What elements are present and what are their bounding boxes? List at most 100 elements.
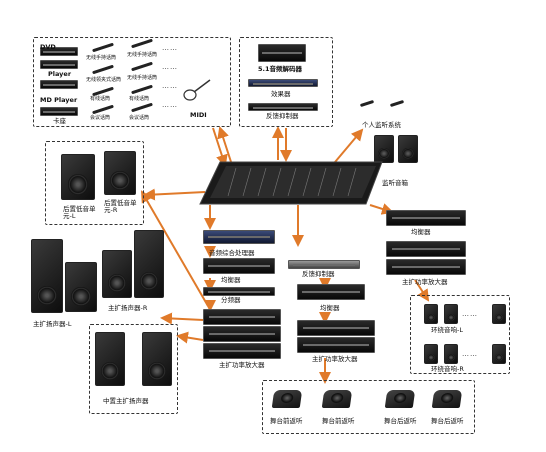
center-speakers-box: [89, 324, 178, 414]
audio-processor-label: 音频综合处理器: [209, 249, 255, 257]
stage-monitors-box: [262, 380, 475, 434]
md-player-device: [40, 80, 78, 89]
stage-monitor-rear-2: [431, 390, 463, 408]
arrow-amp-to-main-speakers: [160, 312, 204, 325]
rear-speaker-right: [104, 151, 136, 195]
right-amp-device-1: [386, 241, 466, 257]
sources-ellipsis-2: ……: [162, 63, 178, 71]
main-speaker-left-bottom: [65, 262, 97, 312]
main-speaker-left-top: [31, 239, 63, 313]
center-eq-device: [297, 284, 365, 300]
stage-front-1-label: 舞台前返听: [270, 417, 303, 425]
wireless-handheld-2-label: 无线手持话筒: [127, 52, 158, 58]
wireless-lavalier-label: 无线领夹式话筒: [86, 77, 122, 83]
midi-label: MIDI: [190, 111, 207, 119]
dvd-device: [40, 47, 78, 56]
wired-mic-2-label: 有线话筒: [129, 96, 150, 102]
player-label: Player: [48, 70, 72, 78]
stage-rear-2-label: 舞台后返听: [431, 417, 464, 425]
conference-mic-2-label: 会议话筒: [129, 115, 150, 121]
wireless-handheld-3-label: 无线手持话筒: [127, 75, 158, 81]
crossover-label: 分频器: [221, 296, 241, 304]
monitor-speaker-right: [398, 135, 418, 163]
center-amp-device-1: [297, 320, 375, 336]
rear-speakers-box: [45, 141, 144, 225]
center-speaker-left: [95, 332, 125, 386]
arrow-sources-to-mixer: [212, 127, 228, 167]
sources-ellipsis-3: ……: [162, 82, 178, 90]
wired-mic-label: 有线话筒: [90, 96, 111, 102]
main-speaker-right-bottom: [102, 250, 132, 298]
surround-ellipsis-2: ……: [462, 350, 478, 358]
effector-device: [248, 79, 318, 87]
wireless-handheld-1-label: 无线手持话筒: [86, 55, 117, 61]
arrow-mixer-to-rear-speakers: [143, 188, 206, 201]
mixing-console: [199, 161, 383, 205]
center-eq-label: 均衡器: [320, 304, 340, 312]
left-amp-device-2: [203, 326, 281, 342]
arrow-mixer-to-sources: [217, 126, 233, 166]
main-speaker-right-label: 主扩扬声器-R: [108, 304, 148, 312]
arrow-amp-to-center-speakers: [176, 331, 204, 344]
personal-monitor-label: 个人监听系统: [362, 121, 401, 129]
surround-ellipsis-1: ……: [462, 310, 478, 318]
md-player-label: MD Player: [40, 96, 78, 104]
monitor-speakers-label: 监听音箱: [382, 179, 408, 187]
surround-left-speaker-2: [444, 304, 458, 324]
arrow-amp-to-rear-speakers: [140, 190, 209, 307]
center-speaker-right: [142, 332, 172, 386]
rear-speaker-right-label: 后置低音单元-R: [104, 199, 137, 214]
guitar-icon: [183, 79, 211, 101]
surround-right-speaker-1: [424, 344, 438, 364]
cassette-device: [40, 107, 78, 116]
surround-right-speaker-2: [444, 344, 458, 364]
right-amp-device-2: [386, 259, 466, 275]
dvd-label: DVD: [40, 43, 56, 51]
surround-left-speaker-1: [424, 304, 438, 324]
surround-right-speaker-3: [492, 344, 506, 364]
center-feedback-device: [288, 260, 360, 269]
main-speaker-right-top: [134, 230, 164, 298]
surround-right-label: 环绕音响-R: [431, 365, 464, 373]
rear-speaker-left: [61, 154, 95, 200]
sources-ellipsis-1: ……: [162, 44, 178, 52]
monitor-speaker-left: [374, 135, 394, 163]
feedback-suppressor-label: 反馈抑制器: [266, 112, 299, 120]
stage-front-2-label: 舞台前返听: [322, 417, 355, 425]
stage-monitor-front-1: [271, 390, 303, 408]
right-eq-label: 均衡器: [411, 228, 431, 236]
audio-processor-device: [203, 230, 275, 244]
center-amp-label: 主扩功率放大器: [312, 355, 358, 363]
center-speakers-label: 中置主扩扬声器: [103, 397, 149, 405]
stage-monitor-front-2: [321, 390, 353, 408]
decoder-label: 5.1音频解码器: [258, 65, 303, 73]
main-speaker-left-label: 主扩扬声器-L: [33, 320, 72, 328]
surround-left-label: 环绕音响-L: [431, 326, 463, 334]
left-eq-device: [203, 258, 275, 274]
center-amp-device-2: [297, 337, 375, 353]
decoder-device: [258, 44, 306, 62]
arrow-amp-to-surround: [414, 279, 430, 302]
surround-box: [410, 295, 510, 374]
right-amp-label: 主扩功率放大器: [402, 278, 448, 286]
effects-box: [239, 37, 333, 127]
crossover-device: [203, 287, 275, 296]
feedback-suppressor-device: [248, 103, 318, 111]
stage-rear-1-label: 舞台后返听: [384, 417, 417, 425]
stage-monitor-rear-1: [384, 390, 416, 408]
center-feedback-label: 反馈抑制器: [302, 270, 335, 278]
left-eq-label: 均衡器: [221, 276, 241, 284]
sources-ellipsis-4: ……: [162, 101, 178, 109]
cassette-label: 卡座: [53, 117, 66, 125]
left-amp-device-3: [203, 343, 281, 359]
left-amp-device-1: [203, 309, 281, 325]
sources-box: [33, 37, 231, 127]
effector-label: 效果器: [271, 90, 291, 98]
player-device: [40, 60, 78, 69]
surround-left-speaker-3: [492, 304, 506, 324]
conference-mic-1-label: 会议话筒: [90, 115, 111, 121]
rear-speaker-left-label: 后置低音单元-L: [63, 205, 96, 220]
right-eq-device: [386, 210, 466, 226]
